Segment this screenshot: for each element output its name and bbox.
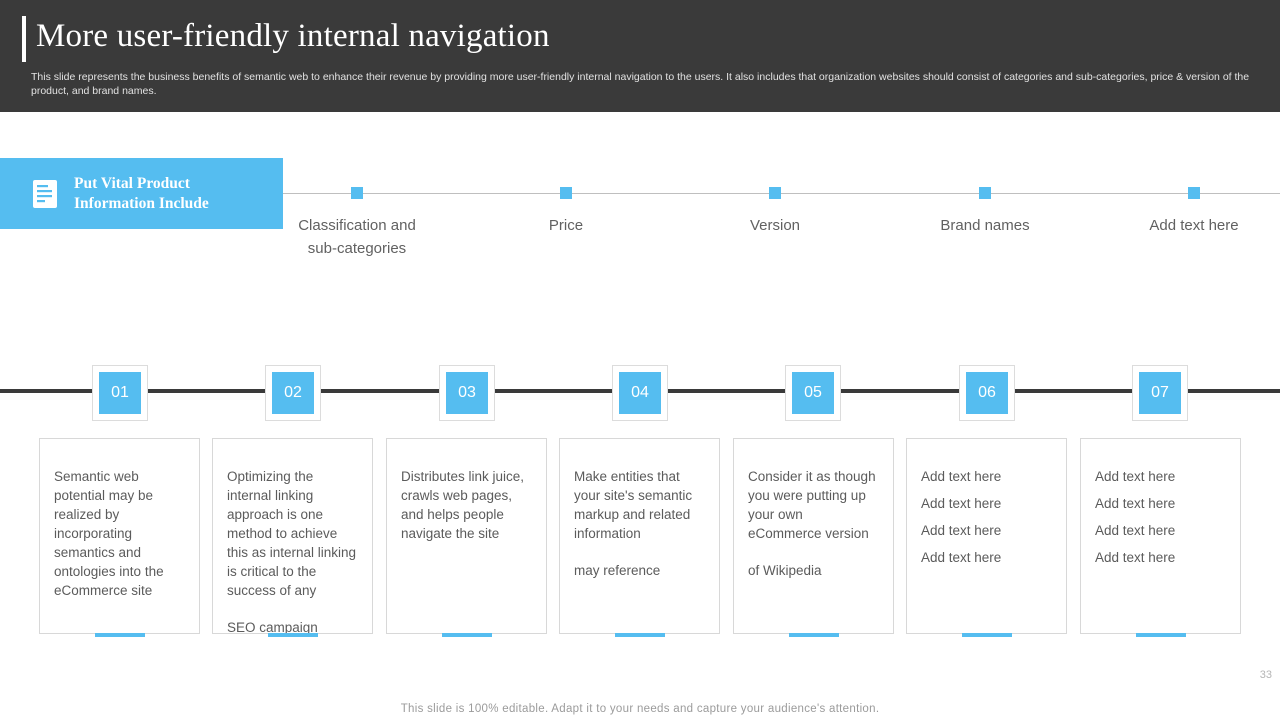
- step-marker-03: 03: [439, 365, 495, 421]
- book-icon: [32, 179, 58, 209]
- title-accent-bar: [22, 16, 26, 62]
- card-text: may reference: [574, 563, 661, 578]
- card-text: of Wikipedia: [748, 563, 822, 578]
- footer-note: This slide is 100% editable. Adapt it to…: [400, 703, 880, 715]
- timeline-tick-4: [979, 187, 991, 199]
- card-underline: [789, 633, 839, 637]
- step-number-02: 02: [272, 372, 314, 414]
- card-text: Add text here: [1095, 496, 1176, 511]
- page-subtitle: This slide represents the business benef…: [31, 71, 1250, 97]
- timeline-tick-2: [560, 187, 572, 199]
- step-card-05: Consider it as though you were putting u…: [733, 438, 894, 637]
- card-text: Add text here: [1095, 523, 1176, 538]
- card-underline: [615, 633, 665, 637]
- timeline-label-2: Price: [548, 217, 584, 234]
- card-text: Semantic web potential may be realized b…: [54, 469, 164, 598]
- card-text: Make entities that your site's semantic …: [574, 469, 693, 541]
- step-marker-01: 01: [92, 365, 148, 421]
- step-number-04: 04: [619, 372, 661, 414]
- card-text: Add text here: [921, 496, 1002, 511]
- card-text: Add text here: [921, 469, 1002, 484]
- step-marker-07: 07: [1132, 365, 1188, 421]
- card-text: Add text here: [921, 550, 1002, 565]
- step-card-02: Optimizing the internal linking approach…: [212, 438, 373, 637]
- timeline-label-4: Brand names: [940, 217, 1030, 234]
- timeline-label-3: Version: [749, 217, 801, 234]
- page-title: More user-friendly internal navigation: [36, 18, 550, 54]
- top-timeline-line: [283, 193, 1280, 194]
- slide-header: More user-friendly internal navigation T…: [0, 0, 1280, 112]
- step-number-01: 01: [99, 372, 141, 414]
- vital-product-info-box: Put Vital Product Information Include: [0, 158, 283, 229]
- timeline-label-5: Add text here: [1149, 217, 1239, 234]
- card-underline: [95, 633, 145, 637]
- vital-line-1: Put Vital Product: [74, 174, 190, 192]
- page-number: 33: [1259, 669, 1272, 681]
- card-underline: [1136, 633, 1186, 637]
- vital-product-info-label: Put Vital Product Information Include: [74, 174, 209, 214]
- card-text: Consider it as though you were putting u…: [748, 469, 876, 541]
- step-marker-04: 04: [612, 365, 668, 421]
- step-marker-05: 05: [785, 365, 841, 421]
- step-number-06: 06: [966, 372, 1008, 414]
- card-text: Distributes link juice, crawls web pages…: [401, 469, 525, 541]
- timeline-tick-1: [351, 187, 363, 199]
- card-text: Add text here: [1095, 550, 1176, 565]
- timeline-tick-5: [1188, 187, 1200, 199]
- card-text: SEO campaign: [227, 620, 318, 635]
- timeline-label-1: Classification and sub-categories: [298, 217, 416, 257]
- step-card-04: Make entities that your site's semantic …: [559, 438, 720, 637]
- step-number-05: 05: [792, 372, 834, 414]
- step-card-01: Semantic web potential may be realized b…: [39, 438, 200, 637]
- step-card-07: Add text here Add text here Add text her…: [1080, 438, 1241, 637]
- card-underline: [962, 633, 1012, 637]
- card-text: Add text here: [1095, 469, 1176, 484]
- card-underline: [268, 633, 318, 637]
- timeline-tick-3: [769, 187, 781, 199]
- step-number-07: 07: [1139, 372, 1181, 414]
- card-underline: [442, 633, 492, 637]
- step-marker-06: 06: [959, 365, 1015, 421]
- step-number-03: 03: [446, 372, 488, 414]
- step-card-03: Distributes link juice, crawls web pages…: [386, 438, 547, 637]
- step-card-06: Add text here Add text here Add text her…: [906, 438, 1067, 637]
- card-text: Optimizing the internal linking approach…: [227, 469, 357, 598]
- card-text: Add text here: [921, 523, 1002, 538]
- step-marker-02: 02: [265, 365, 321, 421]
- vital-line-2: Information Include: [74, 194, 209, 212]
